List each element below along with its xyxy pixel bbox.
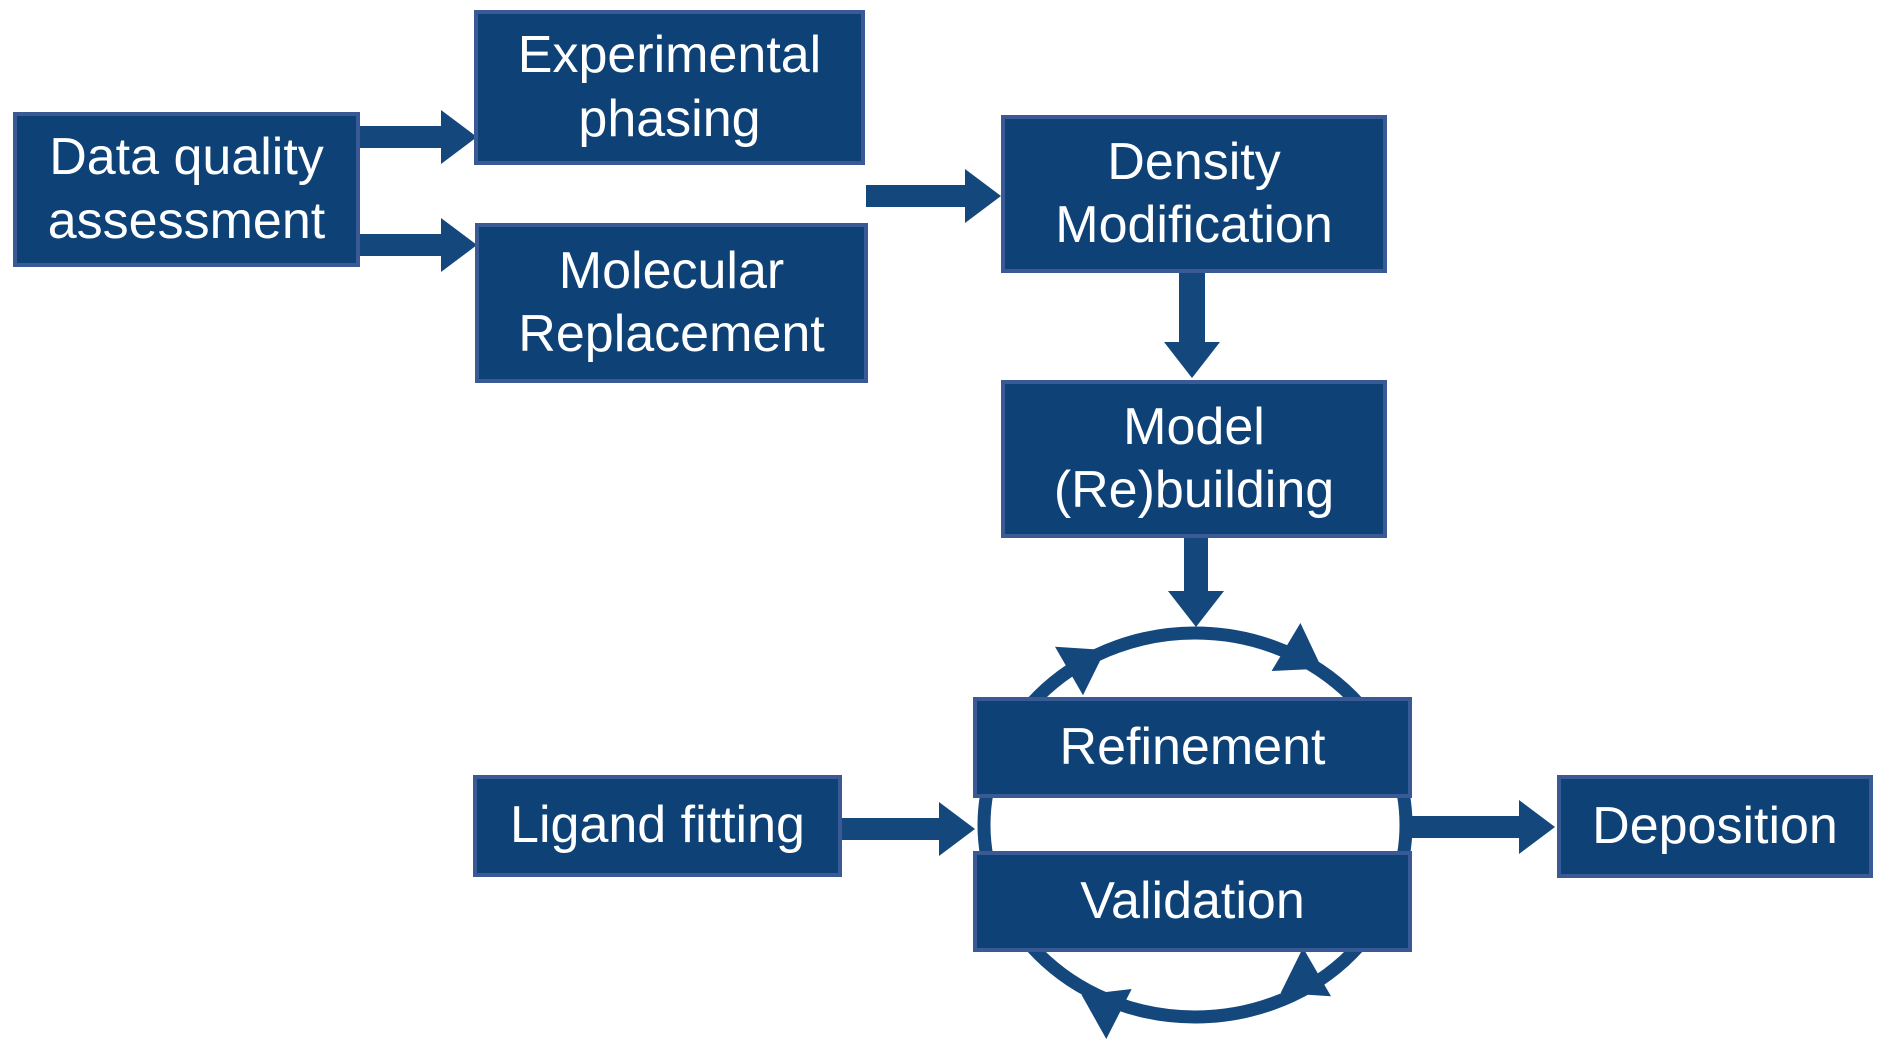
node-validation: Validation bbox=[973, 851, 1412, 952]
cycle-arrowhead-bottom-left-icon bbox=[1081, 989, 1132, 1039]
cycle-arrowhead-bottom-right-icon bbox=[1280, 947, 1331, 997]
node-experimental-phasing: Experimental phasing bbox=[474, 10, 865, 165]
cycle-arrowhead-top-left-icon bbox=[1055, 646, 1106, 696]
node-label: Validation bbox=[1080, 871, 1305, 930]
node-ligand-fitting: Ligand fitting bbox=[473, 775, 842, 877]
node-molecular-replacement: Molecular Replacement bbox=[475, 223, 868, 383]
node-label: Data quality assessment bbox=[47, 128, 326, 250]
node-refinement: Refinement bbox=[973, 697, 1412, 798]
node-label: Refinement bbox=[1059, 717, 1326, 776]
node-label: Ligand fitting bbox=[510, 796, 805, 855]
node-data-quality-assessment: Data quality assessment bbox=[13, 112, 360, 267]
arrow-density-modification-to-model-rebuilding bbox=[1164, 273, 1220, 378]
node-label: Density Modification bbox=[1055, 132, 1333, 254]
arrow-cycle-to-deposition bbox=[1408, 800, 1555, 854]
arrow-data-quality-to-molecular-replacement bbox=[352, 218, 477, 272]
refinement-validation-cycle-circle bbox=[977, 626, 1413, 1024]
node-label: Deposition bbox=[1592, 796, 1838, 855]
node-density-modification: Density Modification bbox=[1001, 115, 1387, 273]
cycle-arrowhead-top-right-icon bbox=[1271, 622, 1323, 672]
arrow-phasing-to-density-modification bbox=[866, 169, 1001, 223]
node-label: Molecular Replacement bbox=[518, 241, 825, 363]
arrow-data-quality-to-experimental-phasing bbox=[352, 110, 477, 164]
node-model-rebuilding: Model (Re)building bbox=[1001, 380, 1387, 538]
node-deposition: Deposition bbox=[1557, 775, 1873, 878]
arrow-ligand-fitting-to-cycle bbox=[842, 802, 975, 856]
arrow-model-rebuilding-to-cycle bbox=[1168, 538, 1224, 627]
node-label: Model (Re)building bbox=[1053, 397, 1335, 519]
node-label: Experimental phasing bbox=[517, 26, 822, 148]
